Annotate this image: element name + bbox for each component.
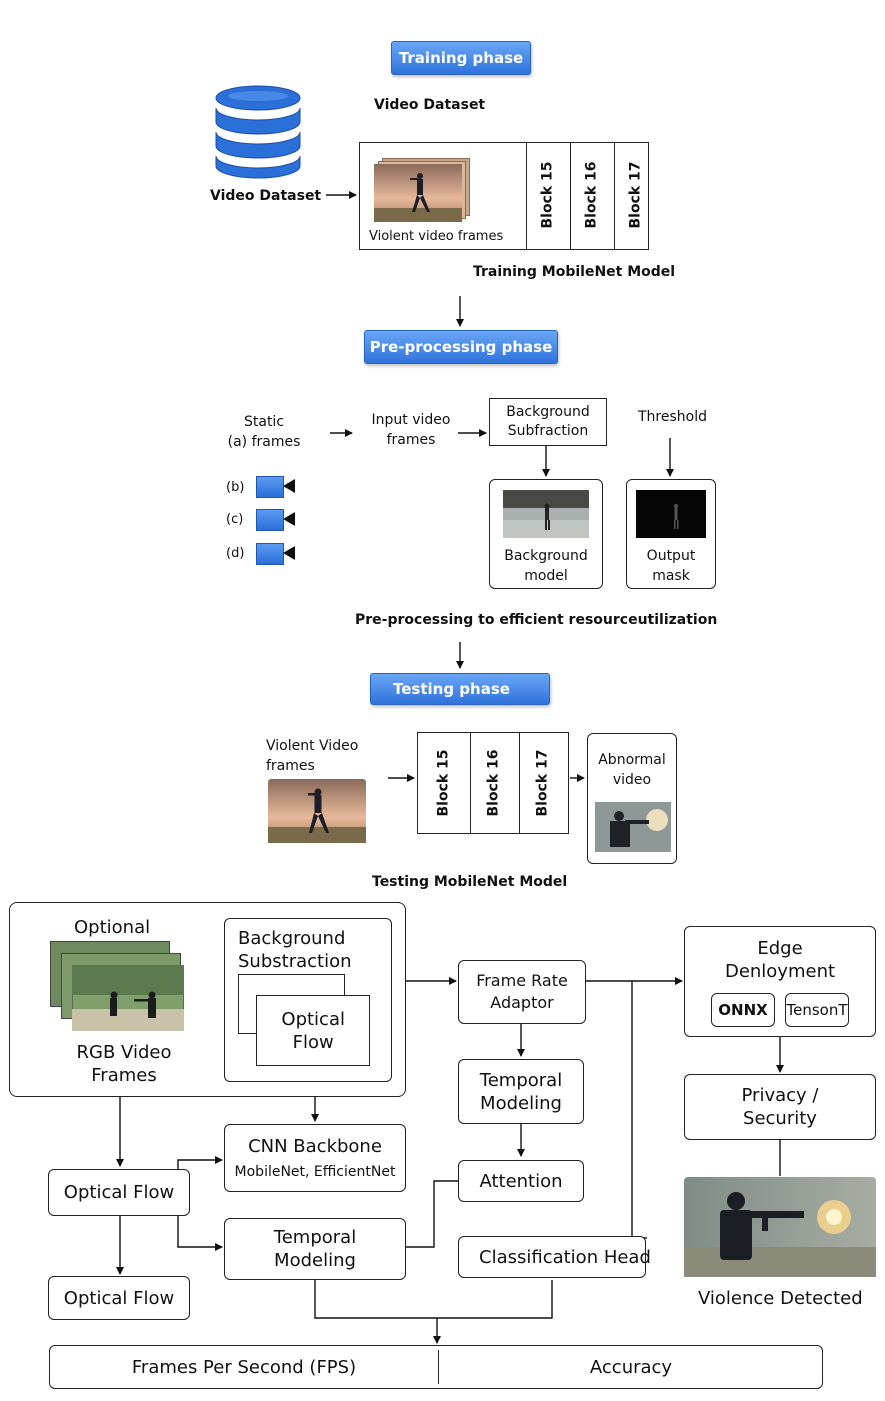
preprocessing-caption: Pre-processing to efficient resourceutil… (355, 612, 718, 628)
background-model-image (503, 490, 589, 538)
violence-detected-image (684, 1177, 876, 1277)
camera-c-label: (c) (226, 512, 244, 527)
metrics-box: Frames Per Second (FPS) Accuracy (49, 1345, 823, 1389)
camera-d-lens-icon (283, 546, 295, 560)
classification-head-box: Classification Head (458, 1236, 651, 1278)
training-model-caption: Training MobileNet Model (473, 264, 676, 280)
testing-block-16: Block 16 (486, 749, 502, 817)
database-icon (215, 85, 301, 179)
cnn-backbone-title: CNN Backbone (248, 1136, 382, 1157)
camera-d-label: (d) (226, 546, 245, 561)
fps-label: Frames Per Second (FPS) (131, 1357, 357, 1378)
testing-block-15: Block 15 (436, 749, 452, 817)
testing-input-image (268, 779, 366, 843)
rgb-frames-stack (50, 941, 186, 1033)
camera-b-icon (256, 476, 284, 498)
violence-detected-label: Violence Detected (698, 1288, 863, 1309)
frame-rate-adaptor-box: Frame Rate Adaptor (458, 960, 586, 1024)
output-mask-box: Output mask (626, 479, 716, 589)
testing-model-caption: Testing MobileNet Model (372, 874, 568, 890)
camera-c-lens-icon (283, 512, 295, 526)
training-frames-stack (374, 158, 470, 222)
training-block-16: Block 16 (584, 161, 600, 229)
static-frames-label: Static (a) frames (227, 414, 301, 450)
abnormal-video-image (595, 802, 671, 852)
cnn-backbone-subtitle: MobileNet, EfficientNet (234, 1164, 396, 1180)
violent-frame-image (374, 164, 462, 222)
edge-deployment-box: Edge Denloyment ONNX TensonT (684, 926, 876, 1037)
testing-input-label: Violent Video frames (266, 738, 359, 774)
background-model-box: Background model (489, 479, 603, 589)
output-mask-image (636, 490, 706, 538)
background-model-label: Background model (504, 548, 588, 584)
preprocessing-phase-label: Pre-processing phase (364, 330, 558, 364)
attention-box: Attention (458, 1160, 584, 1202)
training-block-15: Block 15 (540, 161, 556, 229)
camera-c-icon (256, 509, 284, 531)
optical-flow-box-1: Optical Flow (48, 1169, 190, 1216)
testing-phase-label: Testing phase (370, 673, 550, 705)
temporal-modeling-box-2: Temporal Modeling (224, 1218, 406, 1280)
abnormal-video-label: Abnormal video (598, 752, 666, 788)
onnx-badge: ONNX (711, 993, 775, 1027)
training-phase-label: Training phase (391, 41, 531, 75)
input-frames-label: Input video frames (371, 412, 451, 448)
rgb-frames-label: RGB Video Frames (76, 1042, 172, 1086)
camera-b-lens-icon (283, 479, 295, 493)
optical-flow-box-2: Optical Flow (48, 1276, 190, 1320)
output-mask-label: Output mask (646, 548, 696, 584)
abnormal-video-box: Abnormal video (587, 733, 677, 864)
training-block-17: Block 17 (628, 161, 644, 229)
edge-deployment-label: Edge Denloyment (724, 938, 836, 982)
threshold-label: Threshold (638, 409, 707, 425)
optical-flow-inner-box: Optical Flow (256, 995, 370, 1066)
camera-b-label: (b) (226, 480, 245, 495)
dataset-label: Video Dataset (210, 188, 322, 204)
frames-caption: Violent video frames (369, 229, 504, 244)
background-substraction-label: Background Substraction (238, 928, 352, 972)
privacy-security-box: Privacy / Security (684, 1074, 876, 1140)
testing-block-17: Block 17 (535, 749, 551, 817)
cnn-backbone-box: CNN Backbone MobileNet, EfficientNet (224, 1124, 406, 1192)
temporal-modeling-box-1: Temporal Modeling (458, 1059, 584, 1124)
rgb-frame-image (72, 965, 184, 1031)
accuracy-label: Accuracy (589, 1357, 673, 1378)
dataset-caption: Video Dataset (374, 97, 486, 113)
tensont-badge: TensonT (785, 993, 849, 1027)
background-subtraction-box: Background Subfraction (489, 398, 607, 446)
optional-label: Optional (74, 917, 151, 938)
testing-model-box (417, 732, 569, 834)
camera-d-icon (256, 543, 284, 565)
